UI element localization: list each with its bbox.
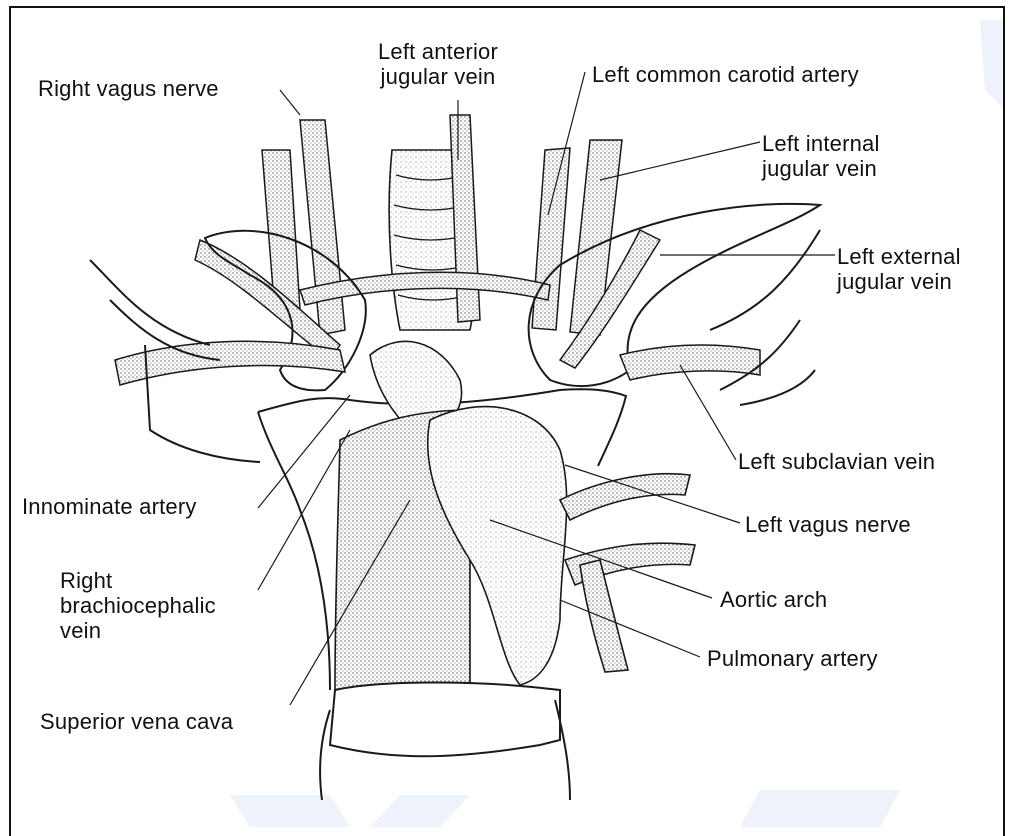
label-left-anterior-jugular-vein: Left anterior jugular vein xyxy=(378,39,498,89)
label-left-subclavian-vein: Left subclavian vein xyxy=(738,449,935,474)
label-aortic-arch: Aortic arch xyxy=(720,587,827,612)
label-left-vagus-nerve: Left vagus nerve xyxy=(745,512,911,537)
label-superior-vena-cava: Superior vena cava xyxy=(40,709,233,734)
label-right-brachiocephalic-vein: Right brachiocephalic vein xyxy=(60,568,216,643)
label-pulmonary-artery: Pulmonary artery xyxy=(707,646,878,671)
label-innominate-artery: Innominate artery xyxy=(22,494,197,519)
label-left-internal-jugular-vein: Left internal jugular vein xyxy=(762,131,880,181)
label-left-external-jugular-vein: Left external jugular vein xyxy=(837,244,961,294)
label-right-vagus-nerve: Right vagus nerve xyxy=(38,76,219,101)
label-left-common-carotid-artery: Left common carotid artery xyxy=(592,62,859,87)
